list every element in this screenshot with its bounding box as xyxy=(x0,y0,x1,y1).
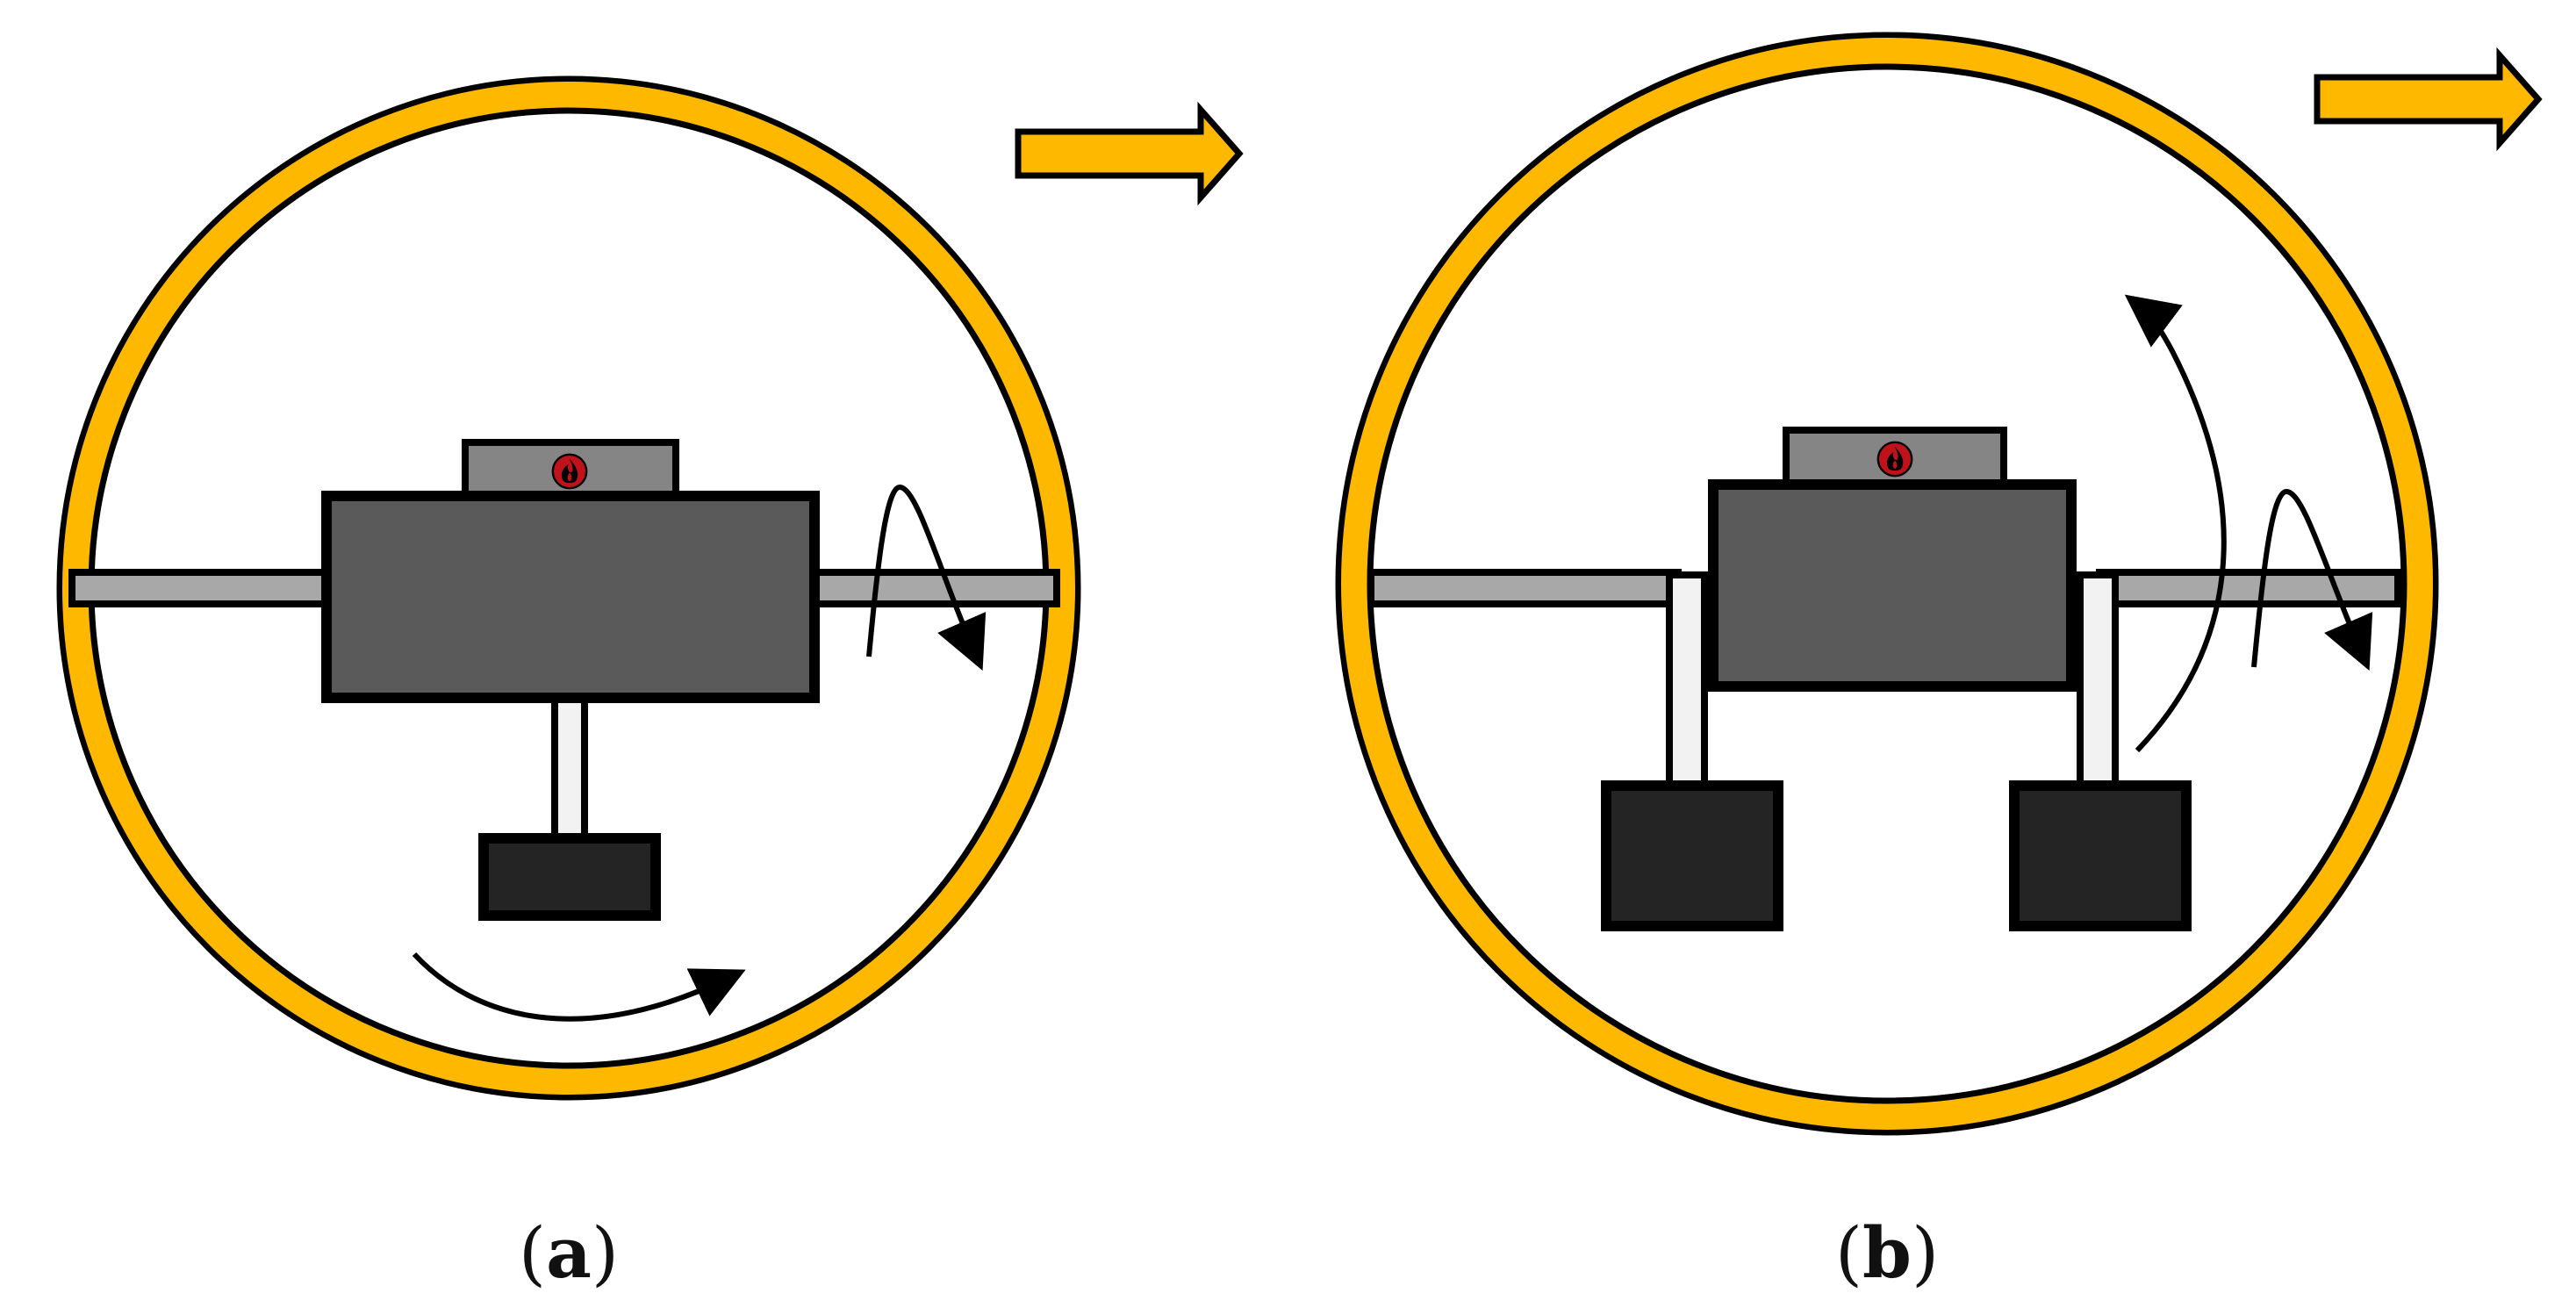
shell-ring-fill xyxy=(1341,38,2433,1130)
top-plate xyxy=(1783,427,2007,492)
caption-b: (b) xyxy=(1835,1211,1939,1293)
motion-arrow-icon xyxy=(1015,101,1244,206)
main-body xyxy=(321,491,820,703)
caption-a: (a) xyxy=(519,1211,619,1293)
motion-arrow-icon xyxy=(2314,47,2543,152)
weight-right xyxy=(2009,780,2192,931)
flame-sensor-icon xyxy=(1876,441,1913,478)
panel-b: (b) xyxy=(1335,32,2543,1293)
support-leg-left xyxy=(1666,571,1708,789)
pendulum-weight xyxy=(478,833,661,921)
axle-left xyxy=(1367,569,1682,607)
panel-a: (a) xyxy=(56,75,1244,1293)
axle-left xyxy=(68,569,330,607)
bottom-rotation-arrow-icon xyxy=(412,952,746,1022)
main-body xyxy=(1708,479,2077,692)
axle-right xyxy=(811,569,1060,607)
flame-sensor-icon xyxy=(551,453,588,490)
axle-right xyxy=(2096,569,2401,607)
pendulum-rod xyxy=(551,690,588,846)
axle-rotation-arrow-icon xyxy=(866,484,987,672)
axle-rotation-arrow-icon xyxy=(2251,488,2373,672)
weight-left xyxy=(1601,780,1783,931)
support-leg-right xyxy=(2077,571,2119,789)
body-rotation-arrow-icon xyxy=(2124,294,2227,753)
